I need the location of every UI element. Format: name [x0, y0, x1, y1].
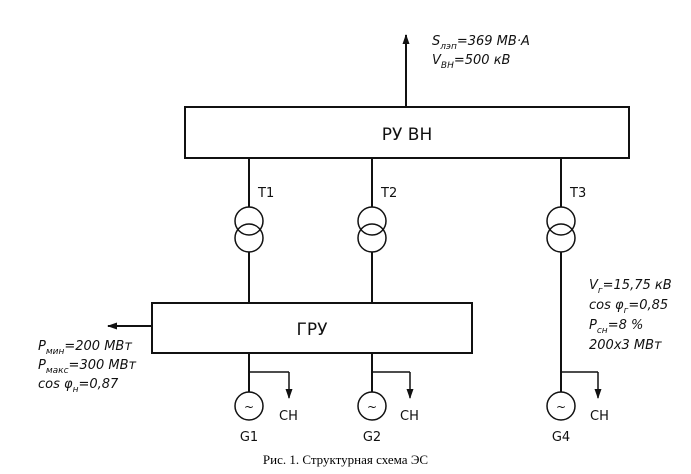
g1-label: G1: [240, 430, 258, 445]
g4-aux-label: СН: [590, 409, 609, 424]
pmax-label: Pмакс=300 МВт: [38, 358, 137, 376]
g2-generator-symbol: [357, 391, 387, 421]
g4-label: G4: [552, 430, 570, 445]
g2-aux-label: СН: [400, 409, 419, 424]
gen-rating-label: 200х3 МВт: [589, 338, 662, 353]
gen-voltage-label: Vг=15,75 кВ: [589, 278, 672, 296]
aux-power-label: Pсн=8 %: [589, 318, 643, 336]
g1-generator-symbol: [234, 391, 264, 421]
line-power-label: Sлэп=369 МВ·А: [432, 34, 530, 52]
t2-winding-bottom: [357, 223, 387, 253]
gen-switchgear-box: [151, 302, 473, 354]
hv-switchgear-label: РУ ВН: [382, 125, 432, 145]
load-power-factor-label: cos φн=0,87: [38, 377, 119, 395]
g1-ac-icon: ~: [244, 400, 254, 414]
figure-caption: Рис. 1. Структурная схема ЭС: [262, 452, 429, 467]
gen-power-factor-label: cos φг=0,85: [589, 298, 668, 316]
g4-generator-symbol: [546, 391, 576, 421]
gen-switchgear-label: ГРУ: [297, 320, 329, 340]
t1-winding-top: [234, 206, 264, 236]
pmin-label: Pмин=200 МВт: [38, 339, 132, 357]
t1-winding-bottom: [234, 223, 264, 253]
t2-label: Т2: [380, 186, 397, 201]
hv-voltage-label: VВН=500 кВ: [432, 53, 511, 71]
g1-aux-label: СН: [279, 409, 298, 424]
g2-label: G2: [363, 430, 381, 445]
t3-winding-top: [546, 206, 576, 236]
t1-label: Т1: [257, 186, 274, 201]
t3-winding-bottom: [546, 223, 576, 253]
g4-ac-icon: ~: [556, 400, 566, 414]
hv-switchgear-box: [184, 106, 630, 159]
g2-ac-icon: ~: [367, 400, 377, 414]
t3-label: Т3: [569, 186, 586, 201]
t2-winding-top: [357, 206, 387, 236]
